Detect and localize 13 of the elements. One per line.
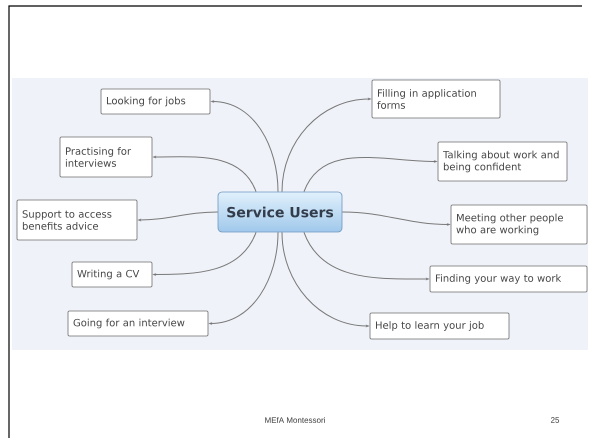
topic-box: Writing a CV	[72, 262, 152, 288]
topic-box: Practising for interviews	[60, 136, 152, 178]
topic-box: Talking about work and being confident	[438, 142, 568, 182]
topic-box: Filling in application forms	[372, 80, 500, 118]
topic-box: Support to access benefits advice	[16, 200, 138, 240]
page-number: 25	[550, 417, 560, 423]
topic-box: Help to learn your job	[370, 312, 510, 340]
topic-box: Going for an interview	[68, 310, 208, 336]
topic-box: Looking for jobs	[100, 88, 210, 114]
topic-box: Meeting other people who are working	[450, 204, 588, 244]
topic-box: Finding your way to work	[430, 266, 588, 292]
footer-text: MEfA Montessori	[265, 417, 325, 423]
central-topic-box: Service Users	[218, 192, 342, 232]
